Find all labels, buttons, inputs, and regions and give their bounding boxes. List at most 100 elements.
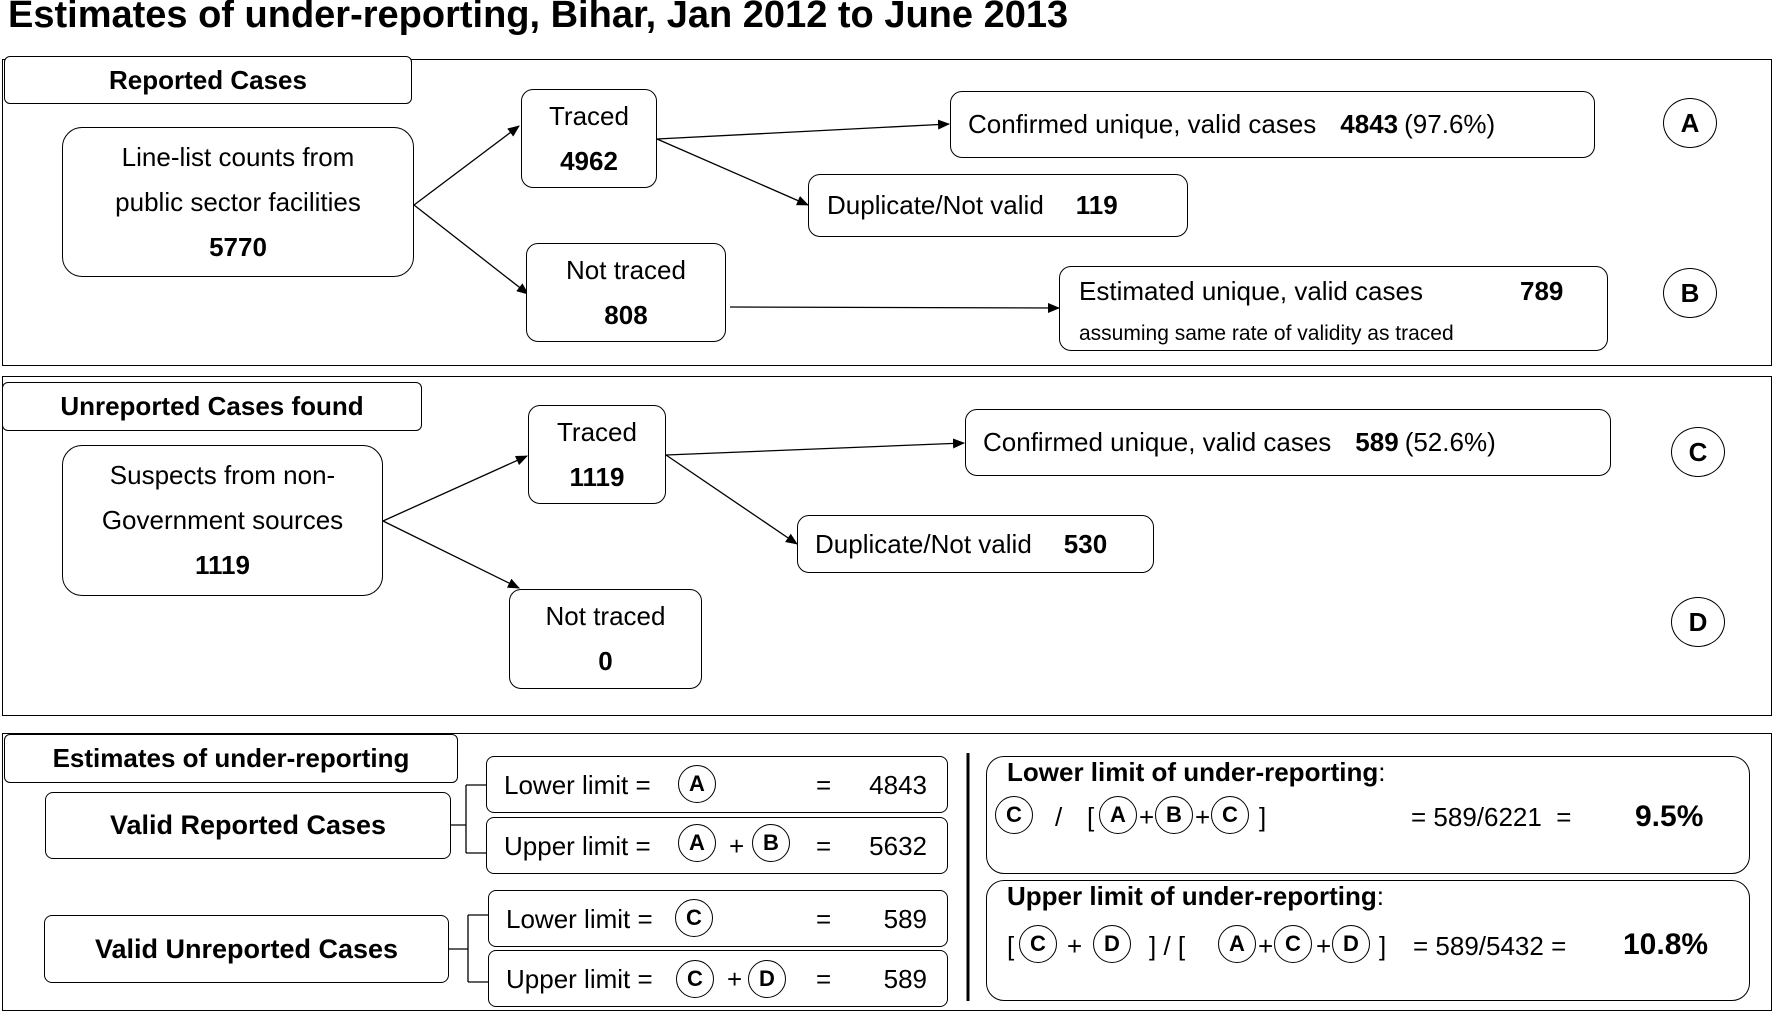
lower-underreporting-box: Lower limit of under-reporting: C / [ A … (986, 756, 1750, 874)
reported-traced-value: 4962 (560, 145, 618, 176)
unrep-upper-eq: = (816, 964, 832, 994)
reported-source-line1: Line-list counts from (121, 141, 355, 172)
upper-formula-plus3: + (1316, 931, 1332, 961)
unreported-nottraced-box: Not traced 0 (509, 589, 702, 689)
upper-formula-circle-a: A (1218, 925, 1256, 963)
unrep-lower-label: Lower limit = (506, 904, 653, 934)
reported-duplicate-value: 119 (1075, 190, 1118, 220)
lower-underreporting-heading: Lower limit of under-reporting: (1007, 757, 1385, 788)
rep-upper-value: 5632 (869, 831, 927, 861)
unrep-upper-plus: + (727, 964, 743, 994)
lower-formula-circle-c2: C (1211, 796, 1249, 834)
upper-formula-plus2: + (1258, 931, 1274, 961)
upper-formula-mid: ] / [ (1149, 931, 1186, 961)
unrep-lower-box: Lower limit = C = 589 (488, 890, 948, 947)
lower-formula-result: 9.5% (1635, 800, 1704, 833)
reported-confirmed-value: 4843 (1340, 109, 1399, 139)
lower-formula-circle-b: B (1155, 796, 1193, 834)
unreported-source-line1: Suspects from non- (109, 460, 336, 490)
reported-duplicate-box: Duplicate/Not valid 119 (808, 174, 1188, 237)
reported-estimated-box: Estimated unique, valid cases 789 assumi… (1059, 266, 1608, 351)
valid-unreported-box: Valid Unreported Cases (44, 915, 449, 983)
unreported-duplicate-value: 530 (1063, 528, 1108, 559)
upper-formula-rb: ] (1379, 931, 1387, 961)
unreported-nottraced-label: Not traced (545, 601, 666, 631)
estimates-tab: Estimates of under-reporting (4, 734, 458, 783)
reported-nottraced-value: 808 (604, 299, 648, 330)
lower-formula-plus2: + (1195, 802, 1211, 832)
rep-lower-circle-a: A (678, 765, 716, 803)
lower-formula-circle-c: C (995, 796, 1033, 834)
arrow-utraced-confirmed (665, 438, 965, 456)
arrow-traced-duplicate (656, 138, 809, 206)
unreported-traced-label: Traced (557, 416, 637, 447)
rep-lower-box: Lower limit = A = 4843 (486, 756, 948, 813)
valid-reported-box: Valid Reported Cases (45, 792, 451, 859)
unreported-confirmed-value: 589 (1355, 427, 1399, 457)
bracket-unreported (449, 914, 488, 983)
marker-a: A (1663, 98, 1717, 148)
lower-formula-plus1: + (1139, 802, 1155, 832)
unreported-source-line2: Government sources (101, 505, 344, 535)
rep-upper-circle-b: B (752, 824, 790, 862)
rep-lower-eq: = (816, 770, 832, 800)
arrow-nottraced-estimated (729, 302, 1060, 313)
arrow-utraced-duplicate (665, 454, 798, 545)
unrep-upper-circle-c: C (676, 960, 714, 998)
reported-estimated-note: assuming same rate of validity as traced (1079, 322, 1454, 345)
reported-estimated-value: 789 (1520, 276, 1564, 306)
unrep-lower-eq: = (816, 904, 832, 934)
lower-underreporting-colon: : (1378, 757, 1386, 787)
reported-confirmed-box: Confirmed unique, valid cases 4843 (97.6… (950, 91, 1595, 158)
upper-formula-lb: [ (1007, 931, 1015, 961)
unreported-duplicate-label: Duplicate/Not valid (815, 528, 1032, 559)
marker-c: C (1671, 427, 1725, 477)
lower-formula-circle-a: A (1099, 796, 1137, 834)
reported-source-line2: public sector facilities (115, 186, 361, 217)
upper-underreporting-box: Upper limit of under-reporting: [ C + D … (986, 880, 1750, 1001)
arrow-source-traced (413, 125, 520, 206)
lower-formula-slash: / (1055, 802, 1063, 832)
unreported-traced-box: Traced 1119 (528, 405, 666, 504)
upper-formula-circle-c2: C (1274, 925, 1312, 963)
rep-upper-label: Upper limit = (504, 831, 651, 861)
rep-upper-eq: = (816, 831, 832, 861)
marker-b: B (1663, 268, 1717, 318)
unreported-confirmed-pct: (52.6%) (1404, 427, 1496, 457)
upper-formula-calc: = 589/5432 = (1413, 931, 1567, 961)
upper-formula-circle-d2: D (1332, 925, 1370, 963)
unrep-upper-value: 589 (883, 964, 927, 994)
reported-traced-label: Traced (549, 100, 629, 131)
unrep-upper-circle-d: D (748, 960, 786, 998)
unreported-confirmed-box: Confirmed unique, valid cases 589 (52.6%… (965, 409, 1611, 476)
upper-formula-plus1: + (1067, 931, 1083, 961)
unrep-upper-label: Upper limit = (506, 964, 653, 994)
unreported-tab: Unreported Cases found (2, 382, 422, 431)
arrow-usource-nottraced (382, 520, 520, 589)
reported-source-box: Line-list counts from public sector faci… (62, 127, 414, 277)
lower-formula-calc: = 589/6221 = (1411, 802, 1572, 832)
arrow-traced-confirmed (656, 119, 950, 140)
lower-formula-lb: [ (1087, 802, 1095, 832)
unreported-source-box: Suspects from non- Government sources 11… (62, 445, 383, 596)
page-title: Estimates of under-reporting, Bihar, Jan… (8, 0, 1069, 36)
lower-underreporting-title: Lower limit of under-reporting (1007, 757, 1379, 787)
upper-formula-circle-c: C (1019, 925, 1057, 963)
unrep-lower-value: 589 (883, 904, 927, 934)
reported-nottraced-box: Not traced 808 (526, 243, 726, 342)
reported-source-value: 5770 (209, 231, 267, 262)
lower-formula-rb: ] (1259, 802, 1267, 832)
upper-underreporting-title: Upper limit of under-reporting (1007, 881, 1377, 911)
unreported-traced-value: 1119 (569, 461, 625, 492)
reported-estimated-label: Estimated unique, valid cases (1079, 276, 1423, 306)
reported-confirmed-pct: (97.6%) (1404, 109, 1496, 139)
bracket-reported (451, 784, 486, 854)
valid-reported-label: Valid Reported Cases (109, 810, 387, 840)
upper-formula-circle-d: D (1093, 925, 1131, 963)
rep-upper-plus: + (729, 831, 745, 861)
arrow-usource-traced (382, 455, 528, 522)
marker-d: D (1671, 597, 1725, 647)
rep-upper-box: Upper limit = A + B = 5632 (486, 817, 948, 874)
reported-traced-box: Traced 4962 (521, 89, 657, 188)
